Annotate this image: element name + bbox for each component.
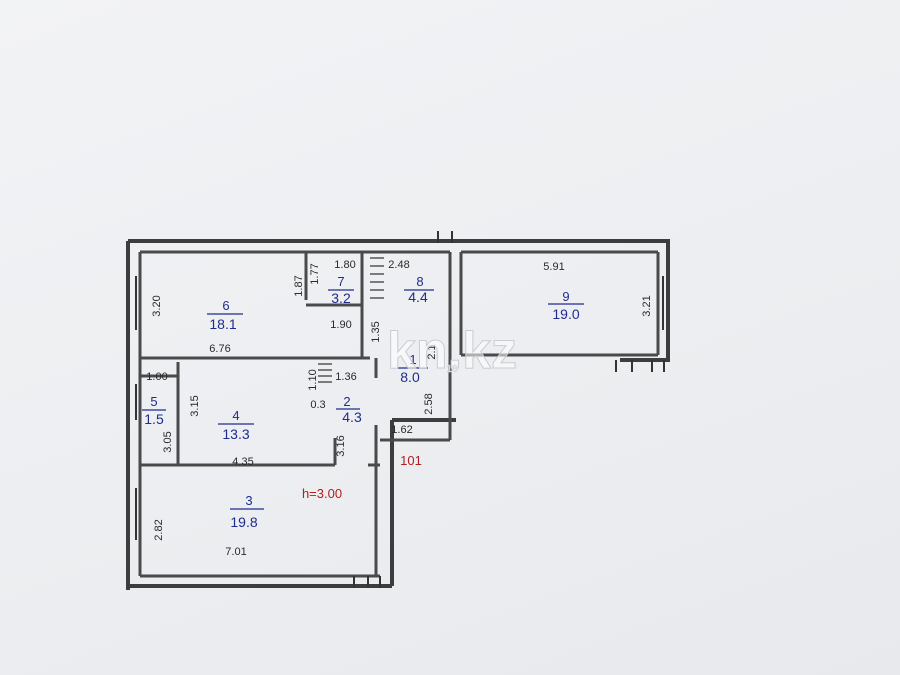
dimension-label: 1.77 xyxy=(309,263,321,284)
dimension-label: 5.91 xyxy=(543,261,564,273)
windows xyxy=(135,231,665,588)
walls xyxy=(126,239,670,590)
room-number: 6 xyxy=(222,298,229,313)
room-area: 8.0 xyxy=(400,369,420,385)
room-number: 2 xyxy=(343,394,350,409)
dimension-label: 4.35 xyxy=(232,456,253,468)
watermark-logo: kn.kz xyxy=(387,322,517,380)
dimension-label: 3.21 xyxy=(641,295,653,316)
dimension-label: 1.10 xyxy=(307,369,319,390)
dimension-label: 0.3 xyxy=(310,399,325,411)
room-area: 13.3 xyxy=(222,426,249,442)
dimension-label: 3.15 xyxy=(189,395,201,416)
room-number: 9 xyxy=(562,289,569,304)
dimension-label: 3.16 xyxy=(335,435,347,456)
watermark-small: 10 xyxy=(446,364,458,375)
dimension-label: 6.76 xyxy=(209,343,230,355)
dimension-label: 7.01 xyxy=(225,546,246,558)
room-number: 8 xyxy=(416,274,423,289)
dimension-label: 1.00 xyxy=(146,371,167,383)
dimension-label: 1.36 xyxy=(335,371,356,383)
apartment-number: 101 xyxy=(400,453,422,468)
room-number: 1 xyxy=(409,352,416,367)
room-number: 3 xyxy=(245,493,252,508)
dimension-label: 2.58 xyxy=(423,393,435,414)
room-area: 4.3 xyxy=(342,409,362,425)
dimension-label: 3.05 xyxy=(162,431,174,452)
room-area: 18.1 xyxy=(209,316,236,332)
dimension-label: 1.90 xyxy=(330,319,351,331)
room-area: 3.2 xyxy=(331,290,351,306)
dimension-label: 1.87 xyxy=(293,275,305,296)
dimension-label: 2.82 xyxy=(153,519,165,540)
dimension-labels: 1.80 2.48 5.91 1.87 1.77 3.20 3.21 1.90 … xyxy=(146,259,653,558)
inner-walls xyxy=(138,250,660,578)
room-number: 5 xyxy=(150,394,157,409)
room-number: 4 xyxy=(232,408,239,423)
room-labels: 1 8.0 2 4.3 3 19.8 4 13.3 5 1.5 6 18.1 7… xyxy=(142,274,584,530)
dimension-label: 1.62 xyxy=(391,424,412,436)
dimension-label: 3.20 xyxy=(151,295,163,316)
hatch-marks xyxy=(318,257,384,383)
room-area: 19.0 xyxy=(552,306,579,322)
dimension-label: 1.35 xyxy=(370,321,382,342)
ceiling-height: h=3.00 xyxy=(302,486,342,501)
dimension-label: 2.1 xyxy=(426,344,438,359)
room-area: 19.8 xyxy=(230,514,257,530)
room-area: 1.5 xyxy=(144,411,164,427)
room-area: 4.4 xyxy=(408,289,428,305)
dimension-label: 2.48 xyxy=(388,259,409,271)
dimension-label: 1.80 xyxy=(334,259,355,271)
room-number: 7 xyxy=(337,274,344,289)
